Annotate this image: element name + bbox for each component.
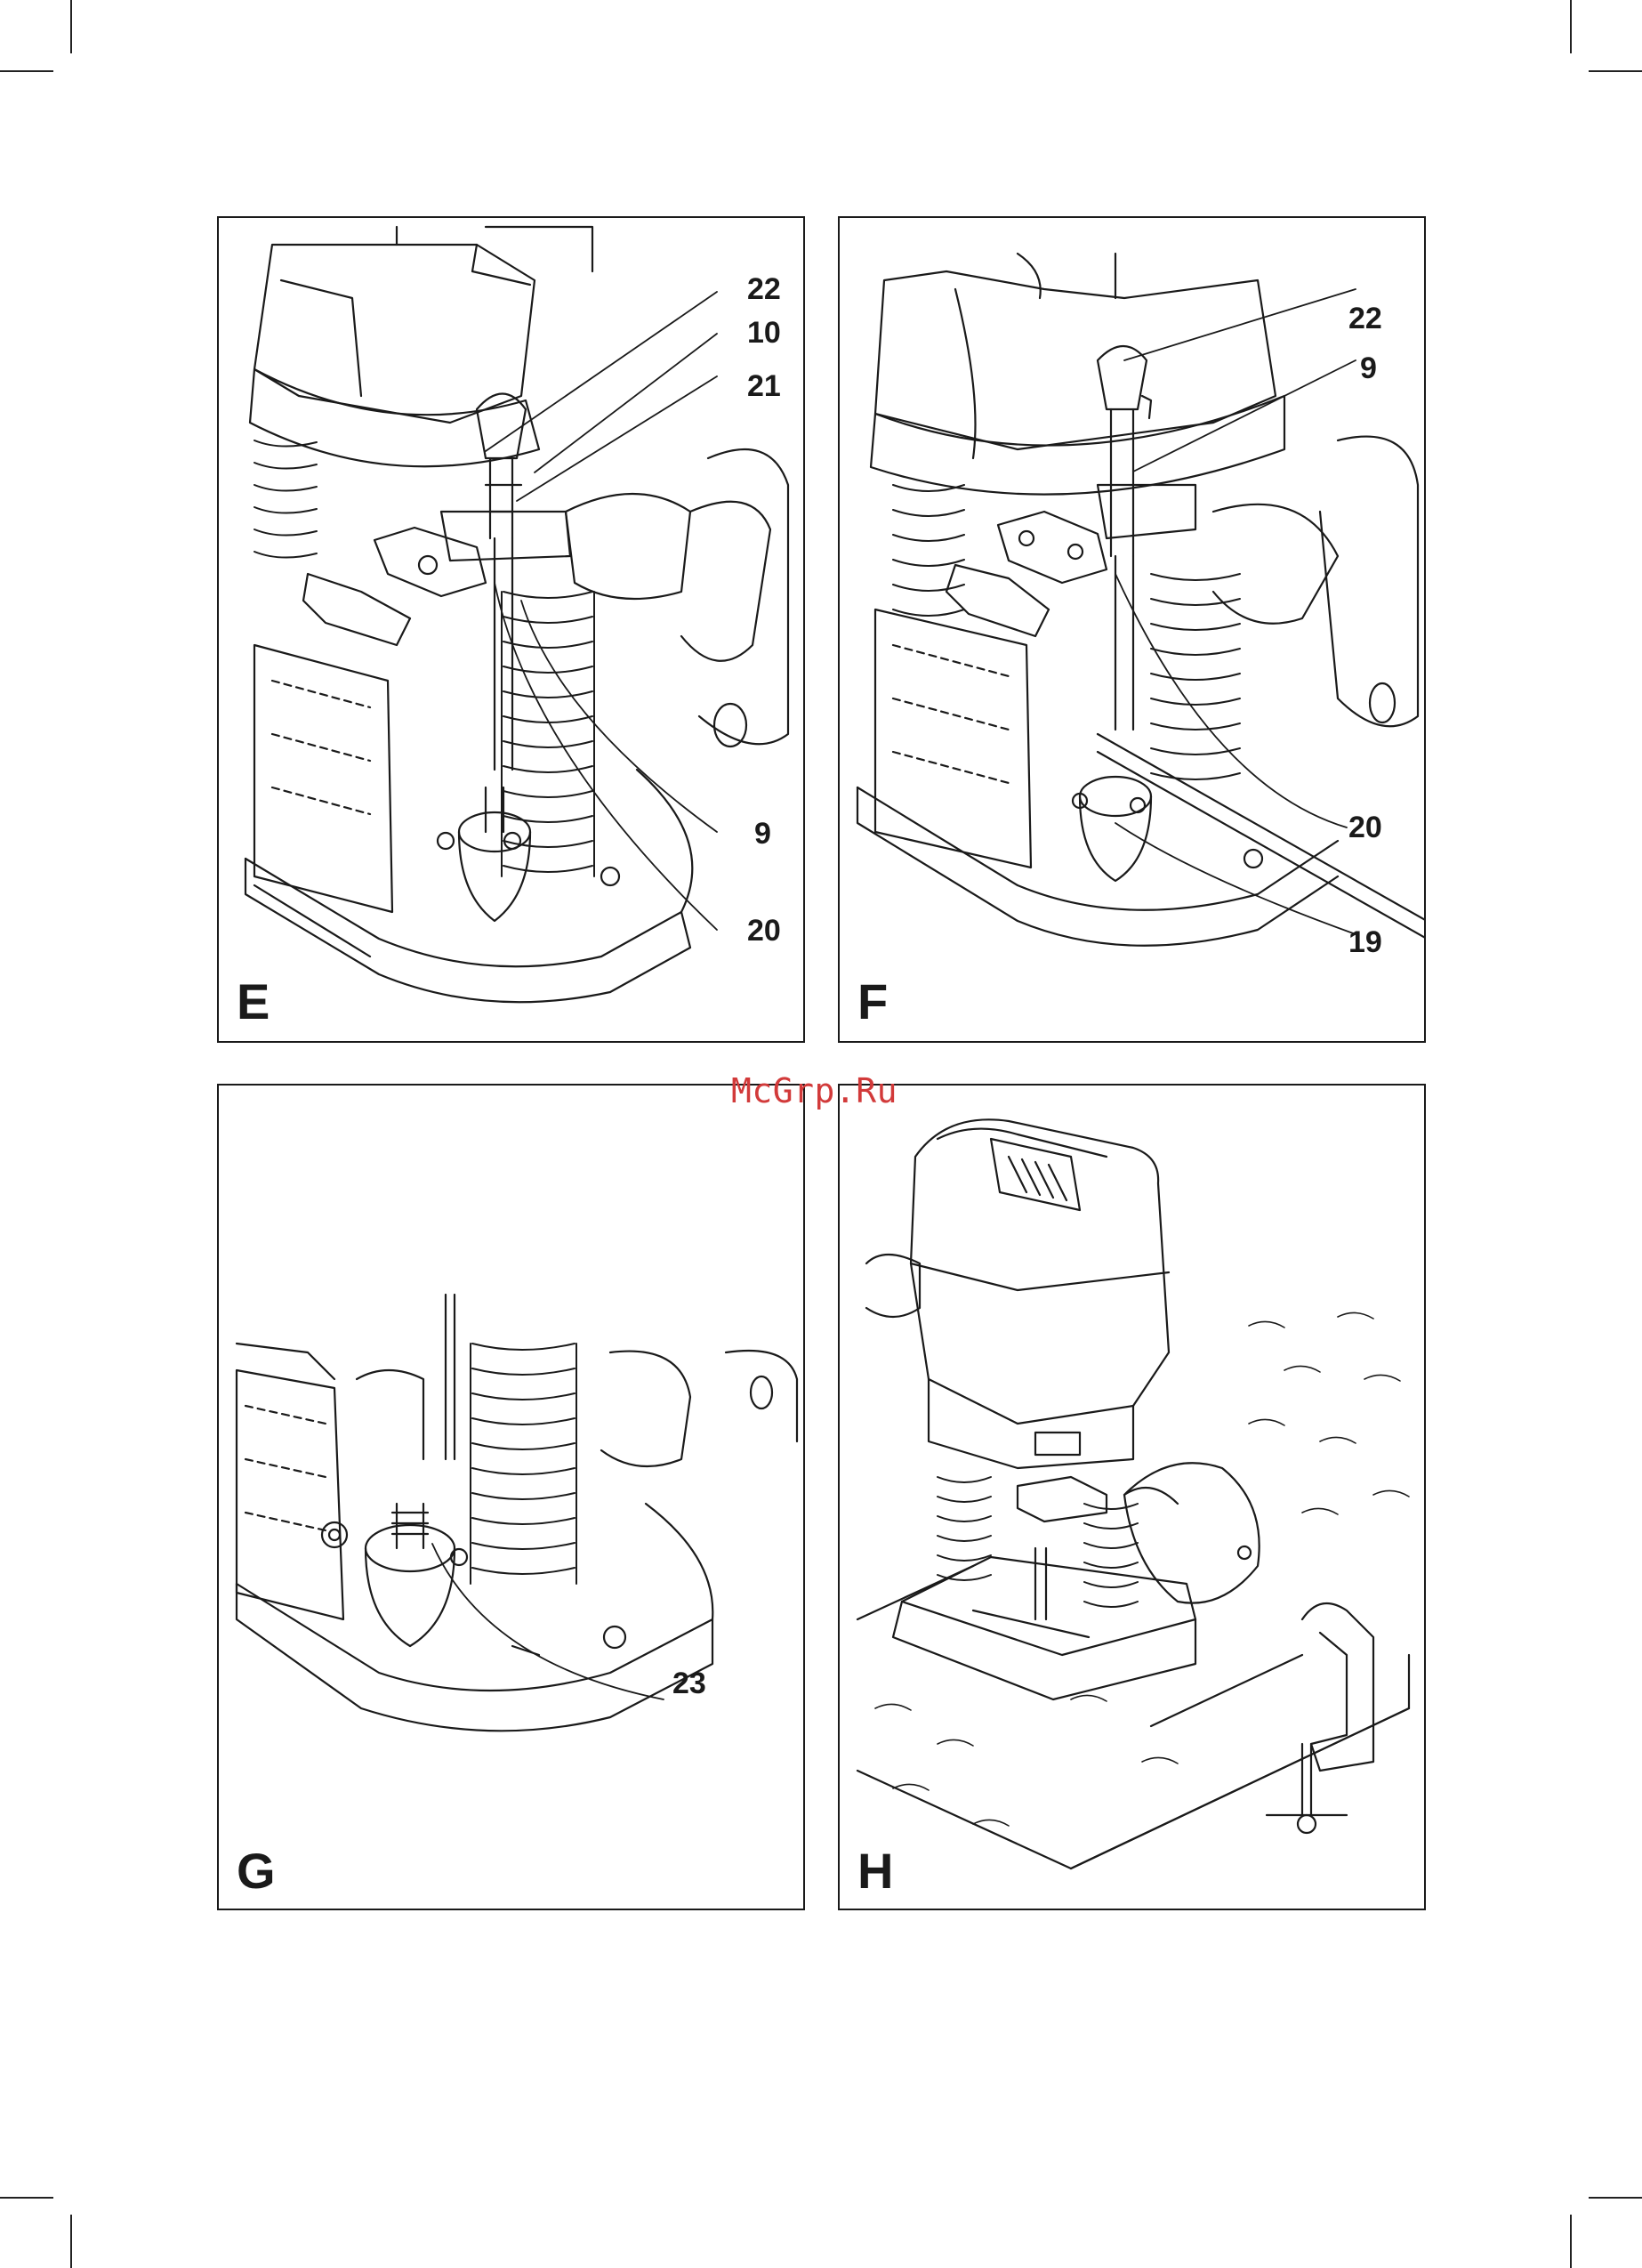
callout-label: 22	[1348, 303, 1382, 334]
callout-label: 10	[747, 318, 781, 348]
router-depth-setting-illustration	[840, 218, 1426, 1043]
crop-mark	[1589, 2197, 1642, 2199]
panel-letter: E	[237, 977, 270, 1027]
figure-panel-f: 22 9 20 19 F	[838, 216, 1426, 1043]
callout-label: 22	[747, 274, 781, 304]
crop-mark	[1570, 0, 1572, 53]
watermark: McGrp.Ru	[731, 1071, 897, 1110]
panel-letter: F	[857, 977, 888, 1027]
crop-mark	[1570, 2215, 1572, 2268]
router-depth-stop-illustration	[219, 218, 805, 1043]
figure-panel-h: H	[838, 1084, 1426, 1910]
panel-letter: H	[857, 1846, 893, 1896]
figure-panel-g: 23 G	[217, 1084, 805, 1910]
callout-label: 21	[747, 371, 781, 401]
callout-label: 19	[1348, 927, 1382, 957]
crop-mark	[70, 2215, 72, 2268]
crop-mark	[70, 0, 72, 53]
callout-label: 23	[672, 1668, 706, 1699]
figure-panel-e: 22 10 21 9 20 E	[217, 216, 805, 1043]
crop-mark	[1589, 70, 1642, 72]
crop-mark	[0, 2197, 53, 2199]
router-stop-screw-illustration	[219, 1086, 805, 1910]
callout-label: 20	[747, 916, 781, 946]
panel-letter: G	[237, 1846, 276, 1896]
callout-label: 20	[1348, 812, 1382, 843]
crop-mark	[0, 70, 53, 72]
callout-label: 9	[1360, 353, 1377, 383]
callout-label: 9	[754, 819, 771, 849]
router-on-clamped-workpiece-illustration	[840, 1086, 1426, 1910]
